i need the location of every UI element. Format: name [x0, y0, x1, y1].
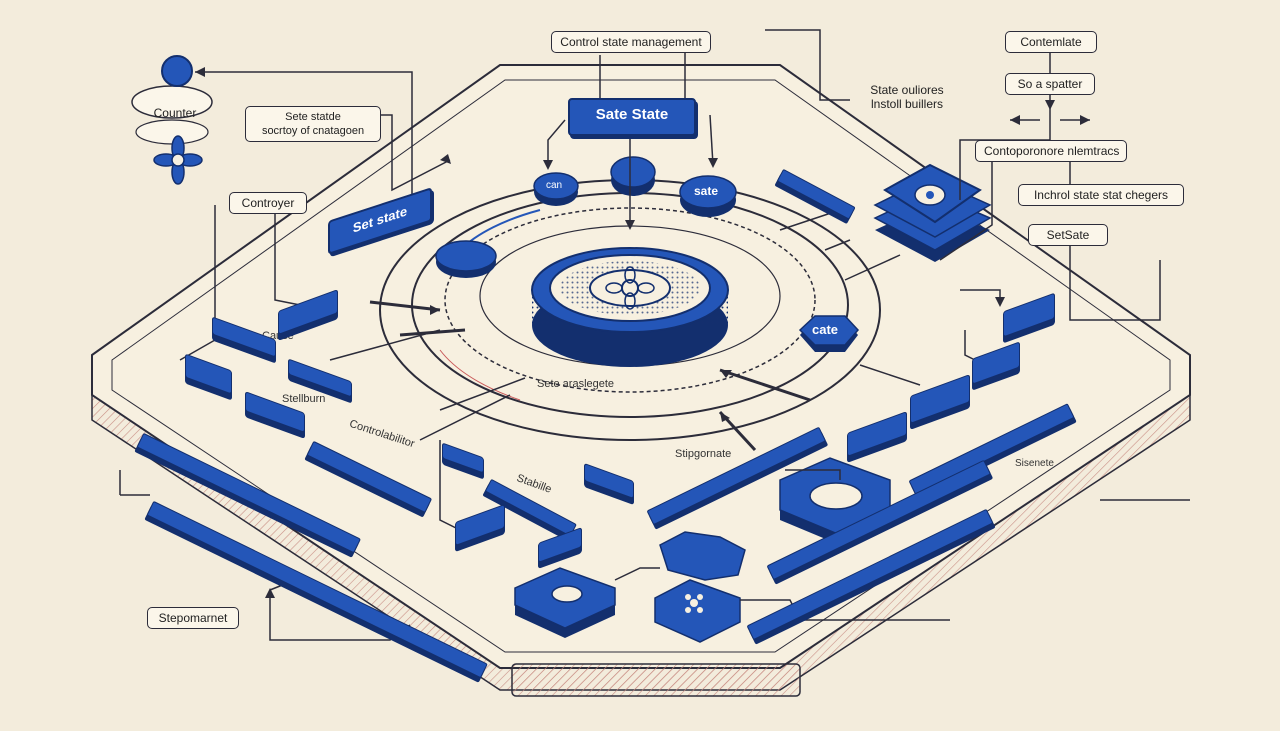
sisenete-label: Sisenete — [1015, 458, 1054, 469]
cate-node-label: cate — [812, 322, 839, 337]
inchrol-state-changers-label: Inchrol state stat chegers — [1018, 184, 1184, 206]
counter-label: Counter — [153, 106, 197, 120]
sate-node-label: sate — [694, 184, 719, 198]
arrowheads — [195, 67, 1090, 598]
state-nodes — [435, 156, 860, 352]
contemlate-label: Contemlate — [1005, 31, 1097, 53]
platform-front-plate — [511, 663, 801, 697]
control-state-management-label: Control state management — [551, 31, 711, 53]
stipopnarmet-label: Stepomarnet — [147, 607, 239, 629]
stippornate-label: Stipgornate — [675, 448, 732, 460]
sete-arraslegete-label: Sete araslegete — [537, 378, 615, 390]
platform-inner-edge — [111, 79, 1171, 653]
contemporary-nemtracs-label: Contoporonore nlemtracs — [975, 140, 1127, 162]
can-node-label: can — [546, 180, 563, 191]
controyer-label: Controyer — [229, 192, 307, 214]
so-a-spatter-label: So a spatter — [1005, 73, 1095, 95]
state-builders-label: State ouliores lnstoll buillers — [870, 83, 944, 111]
sete-stata-label: Sete statde socrtoy of cnatagoen — [245, 106, 381, 142]
flower-emblem-icon — [131, 55, 213, 185]
layer-stack-icon — [873, 163, 992, 262]
setsate-label: SetSate — [1028, 224, 1108, 246]
mandala-core-icon — [531, 247, 729, 367]
stellburn-label: Stellburn — [282, 393, 326, 405]
sate-state-node[interactable]: Sate State — [568, 98, 696, 136]
